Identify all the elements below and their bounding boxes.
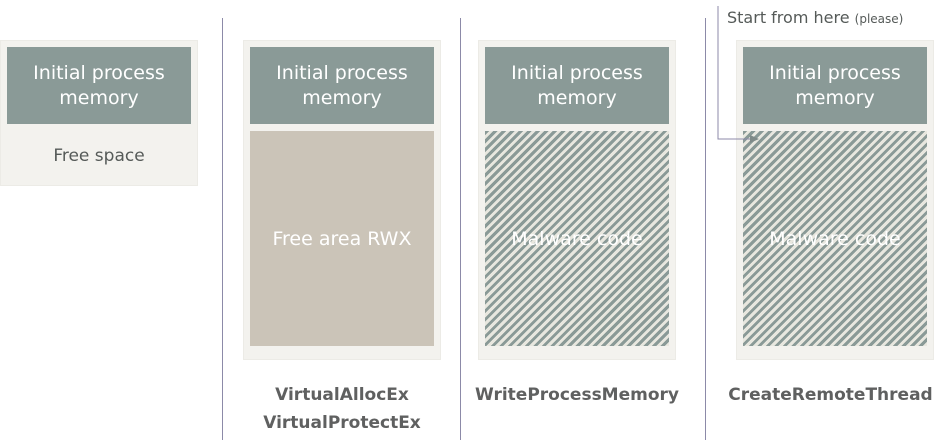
initial-memory-block: Initial process memory (743, 47, 927, 124)
initial-memory-label: Initial process memory (276, 61, 408, 109)
free-space-label: Free space (53, 146, 145, 166)
malware-code-label: Malware code (769, 227, 901, 250)
malware-code-block: Malware code (485, 131, 669, 346)
free-area-rwx-block: Free area RWX (250, 131, 434, 346)
caption-alloc: VirtualAllocEx VirtualProtectEx (228, 381, 456, 437)
malware-code-label: Malware code (511, 227, 643, 250)
divider-1 (222, 18, 223, 440)
caption-createremotethread: CreateRemoteThread (728, 385, 933, 405)
start-annotation-text: Start from here (727, 8, 850, 27)
start-annotation-aside: (please) (854, 12, 904, 26)
caption-virtualprotectex: VirtualProtectEx (263, 413, 421, 433)
initial-memory-block: Initial process memory (250, 47, 434, 124)
initial-memory-block: Initial process memory (485, 47, 669, 124)
initial-memory-label: Initial process memory (769, 61, 901, 109)
initial-memory-block: Initial process memory (7, 47, 191, 124)
divider-3 (705, 18, 706, 440)
caption-virtualallocex: VirtualAllocEx (275, 385, 409, 405)
start-annotation: Start from here (please) (727, 8, 903, 27)
malware-code-block: Malware code (743, 131, 927, 346)
initial-memory-label: Initial process memory (511, 61, 643, 109)
free-area-rwx-label: Free area RWX (272, 227, 412, 250)
caption-writeprocessmemory: WriteProcessMemory (475, 385, 679, 405)
divider-2 (460, 18, 461, 440)
initial-memory-label: Initial process memory (33, 61, 165, 109)
